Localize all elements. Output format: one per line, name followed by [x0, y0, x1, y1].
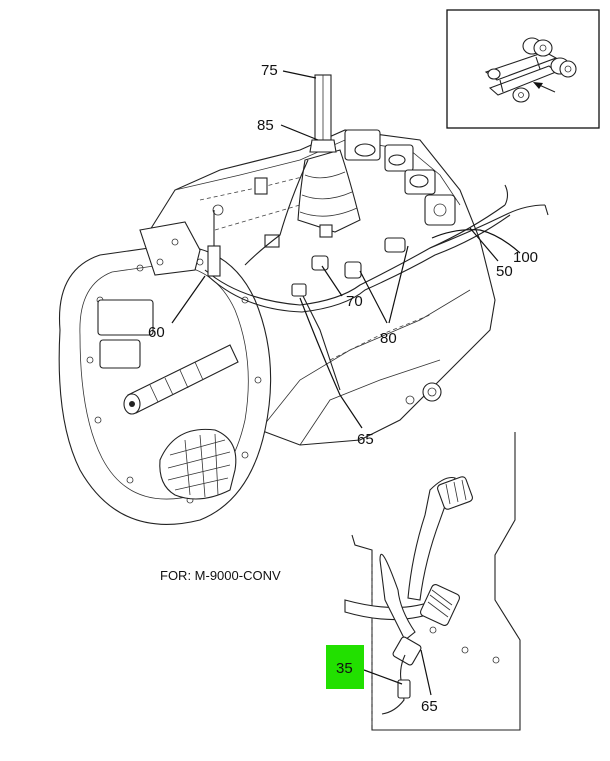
model-note: FOR: M-9000-CONV	[160, 568, 281, 583]
transmission-illustration	[58, 74, 549, 525]
callout-65-top: 65	[357, 431, 374, 448]
leader-lines	[171, 70, 521, 696]
callout-85: 85	[257, 117, 274, 134]
chassis-icon	[484, 37, 577, 103]
inspection-grate	[159, 428, 237, 500]
callout-35[interactable]: 35	[336, 660, 353, 677]
detail-view	[344, 432, 521, 731]
locator-inset	[446, 9, 600, 129]
callout-50: 50	[496, 263, 513, 280]
callout-60: 60	[148, 324, 165, 341]
callout-80: 80	[380, 330, 397, 347]
callout-labels: 75 85 100 50 70 80 60 65 FOR: M-9000-CON…	[148, 62, 538, 715]
callout-75: 75	[261, 62, 278, 79]
wiring-harness	[204, 159, 549, 391]
bell-housing-bolts	[86, 258, 262, 504]
callout-70: 70	[346, 293, 363, 310]
location-arrow-icon	[533, 82, 556, 93]
callout-100: 100	[513, 249, 538, 266]
callout-65-bottom: 65	[421, 698, 438, 715]
callout-35-highlight[interactable]	[326, 645, 364, 689]
pressure-switch	[392, 476, 473, 666]
